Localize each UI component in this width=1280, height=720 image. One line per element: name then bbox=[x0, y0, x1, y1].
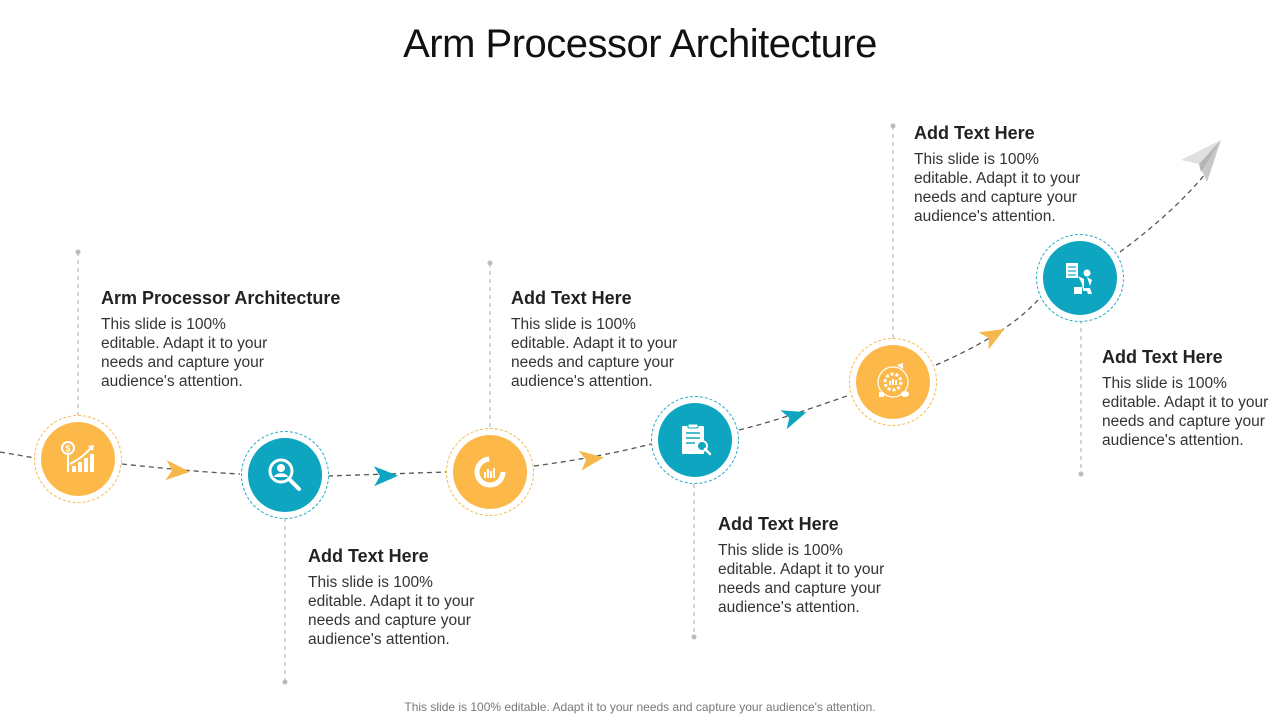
svg-text:$: $ bbox=[65, 444, 70, 454]
step-text-6: Add Text Here This slide is 100% editabl… bbox=[1102, 347, 1280, 450]
leader-dot-1 bbox=[75, 249, 81, 255]
presenter-icon bbox=[1066, 263, 1092, 294]
step-body: This slide is 100% editable. Adapt it to… bbox=[914, 151, 1081, 225]
step-heading: Add Text Here bbox=[511, 288, 632, 308]
step-heading: Arm Processor Architecture bbox=[101, 288, 341, 308]
step-node-6[interactable] bbox=[1036, 234, 1124, 322]
step-text-4: Add Text Here This slide is 100% editabl… bbox=[718, 514, 918, 617]
step-node-1[interactable]: $ bbox=[34, 415, 122, 503]
leader-dot-3 bbox=[487, 260, 493, 266]
user-search-icon bbox=[268, 458, 301, 491]
step-heading: Add Text Here bbox=[914, 123, 1035, 143]
leader-dot-4 bbox=[691, 634, 697, 640]
step-text-3: Add Text Here This slide is 100% editabl… bbox=[511, 288, 711, 391]
marketing-cycle-icon bbox=[877, 363, 909, 398]
step-node-2[interactable] bbox=[241, 431, 329, 519]
step-heading: Add Text Here bbox=[1102, 347, 1223, 367]
donut-chart-icon bbox=[474, 456, 506, 488]
step-heading: Add Text Here bbox=[718, 514, 839, 534]
step-body: This slide is 100% editable. Adapt it to… bbox=[511, 316, 678, 390]
leader-dot-5 bbox=[890, 123, 896, 129]
arrow-icon bbox=[978, 329, 1005, 350]
step-text-1: Arm Processor Architecture This slide is… bbox=[101, 288, 341, 391]
step-heading: Add Text Here bbox=[308, 546, 429, 566]
step-node-4[interactable] bbox=[651, 396, 739, 484]
leader-dot-2 bbox=[282, 679, 288, 685]
clipboard-search-icon bbox=[682, 423, 712, 456]
step-body: This slide is 100% editable. Adapt it to… bbox=[101, 316, 268, 390]
arrow-icon bbox=[780, 410, 807, 430]
arrow-icon bbox=[373, 466, 398, 487]
step-body: This slide is 100% editable. Adapt it to… bbox=[308, 574, 475, 648]
arrow-icon bbox=[578, 450, 604, 471]
paper-plane-icon bbox=[1181, 140, 1221, 182]
step-node-3[interactable] bbox=[446, 428, 534, 516]
step-body: This slide is 100% editable. Adapt it to… bbox=[1102, 375, 1269, 449]
step-body: This slide is 100% editable. Adapt it to… bbox=[718, 542, 885, 616]
dollar-growth-chart-icon: $ bbox=[61, 441, 94, 472]
arrow-icon bbox=[165, 460, 190, 481]
step-text-2: Add Text Here This slide is 100% editabl… bbox=[308, 546, 508, 649]
step-text-5: Add Text Here This slide is 100% editabl… bbox=[914, 123, 1114, 226]
step-node-5[interactable] bbox=[849, 338, 937, 426]
footer-note: This slide is 100% editable. Adapt it to… bbox=[404, 700, 876, 714]
leader-dot-6 bbox=[1078, 471, 1084, 477]
slide-title: Arm Processor Architecture bbox=[403, 22, 877, 66]
